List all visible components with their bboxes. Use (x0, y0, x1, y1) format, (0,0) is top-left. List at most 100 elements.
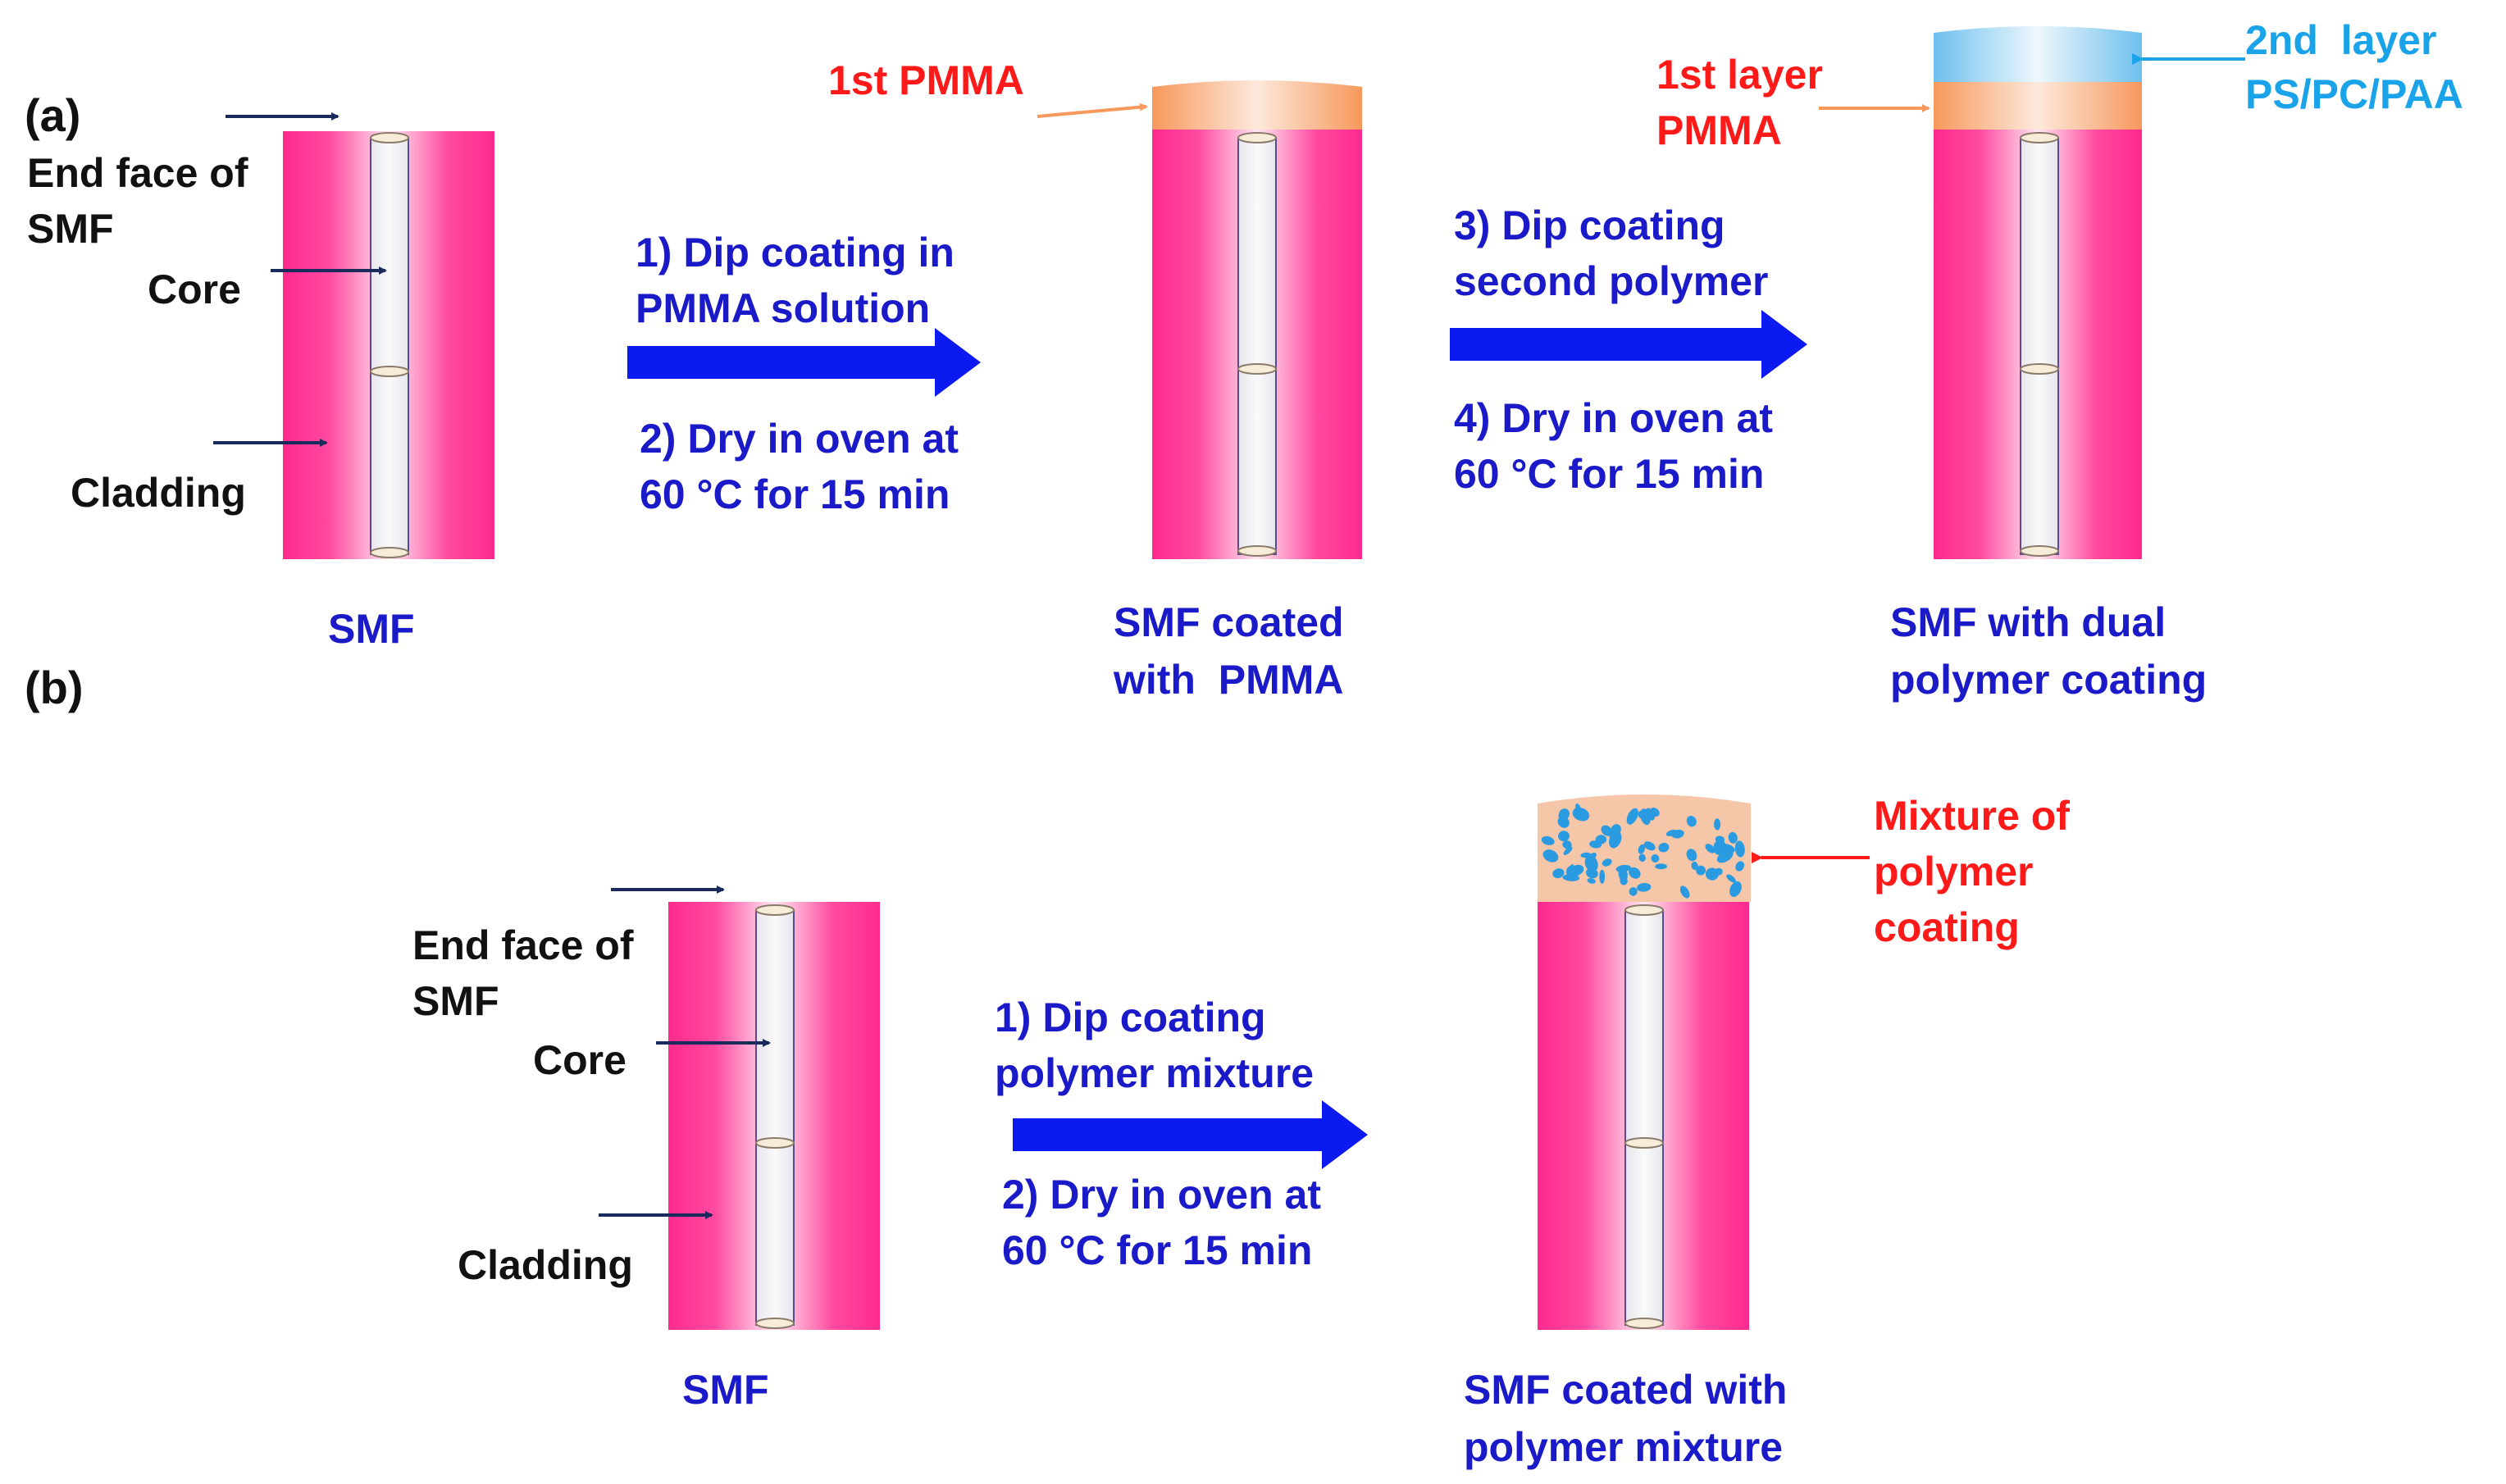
mixture-caption-2: polymer mixture (1464, 1424, 1783, 1470)
step3-line2-a: second polymer (1454, 258, 1768, 304)
mixture-dot (1734, 840, 1745, 858)
core-b2-bottom (1624, 1318, 1664, 1329)
mixture-dot (1719, 844, 1735, 854)
mixture-dot (1602, 858, 1612, 867)
mixture-dot (1643, 841, 1656, 851)
mixture-dot (1629, 867, 1641, 879)
step1-line1-b: 1) Dip coating (995, 995, 1266, 1040)
mixture-dot (1655, 863, 1667, 870)
panel-b-tag: (b) (25, 662, 84, 713)
mixture-dot (1637, 882, 1652, 892)
mixture-dot (1705, 844, 1715, 854)
coated-caption-1: SMF coated (1114, 599, 1344, 645)
mixture-dot (1562, 840, 1572, 849)
mixture-dot (1735, 861, 1745, 872)
dual-caption-1: SMF with dual (1890, 599, 2166, 645)
mixture-dot (1729, 881, 1742, 897)
core-a3-bottom (2020, 545, 2059, 557)
mixture-dot (1542, 849, 1559, 863)
step2-line1-b: 2) Dry in oven at (1002, 1172, 1321, 1218)
core-b2 (1624, 909, 1664, 1326)
step4-line2-a: 60 °C for 15 min (1454, 451, 1764, 497)
step4-line1-a: 4) Dry in oven at (1454, 395, 1773, 441)
core-a2-mid (1237, 363, 1277, 375)
core-a2 (1237, 137, 1277, 555)
step2-line1-a: 2) Dry in oven at (640, 416, 959, 462)
cladding-label-b: Cladding (458, 1242, 633, 1288)
core-label-b: Core (533, 1037, 626, 1083)
core-a1 (370, 137, 409, 555)
mixture-dot (1717, 854, 1725, 863)
step3-line1-a: 3) Dip coating (1454, 203, 1725, 248)
panel-a-tag: (a) (25, 89, 80, 141)
mixture-dot (1552, 868, 1565, 879)
mixture-dot (1601, 825, 1613, 836)
mixture-dot (1726, 874, 1736, 883)
mixture-dot (1691, 861, 1698, 870)
mixture-dot (1696, 865, 1706, 876)
mixture-dot (1609, 831, 1622, 849)
mixture-dot (1638, 844, 1646, 854)
mixture-dot (1595, 835, 1607, 844)
mixture-dot (1575, 803, 1583, 817)
core-a1-mid (370, 366, 409, 377)
core-b2-mid (1624, 1137, 1664, 1149)
mixture-dot (1584, 855, 1598, 872)
mixture-label-3: coating (1874, 904, 2020, 950)
mixture-dot (1565, 865, 1579, 879)
core-b1-mid (755, 1137, 795, 1149)
mixture-dots (1541, 803, 1745, 899)
mixture-dot (1638, 854, 1646, 863)
mixture-dot (1686, 816, 1697, 827)
smf-caption-a: SMF (328, 606, 415, 652)
fiber-b-bare (668, 902, 880, 1330)
cladding-label-a: Cladding (71, 470, 246, 516)
fiber-b-mixture (1538, 794, 1751, 1330)
mixture-label-1: Mixture of (1874, 793, 2070, 839)
step1-line2-a: PMMA solution (636, 285, 930, 331)
mixture-dot (1629, 887, 1638, 896)
end-face-label-a2: SMF (27, 206, 114, 252)
mixture-dot (1705, 867, 1719, 881)
first-layer-label-2: PMMA (1656, 107, 1782, 153)
mixture-dot (1665, 829, 1677, 836)
fiber-a-bare (283, 131, 494, 559)
mixture-dot (1626, 808, 1638, 825)
core-a1-top (370, 132, 409, 143)
process-arrow-b (1013, 1100, 1368, 1169)
smf-caption-b: SMF (682, 1367, 769, 1413)
mixture-dot (1651, 854, 1660, 863)
core-a1-bottom (370, 547, 409, 558)
mixture-dot (1686, 849, 1697, 862)
first-layer-label-1: 1st layer (1656, 52, 1823, 98)
step2-line2-b: 60 °C for 15 min (1002, 1227, 1312, 1273)
mixture-dot (1714, 818, 1721, 831)
mixture-dot (1541, 835, 1555, 845)
core-b2-top (1624, 904, 1664, 916)
mixture-dot (1558, 831, 1570, 842)
core-b1-bottom (755, 1318, 795, 1329)
coated-caption-2: with PMMA (1113, 657, 1344, 703)
step2-line2-a: 60 °C for 15 min (640, 471, 950, 517)
core-a2-top (1237, 132, 1277, 143)
step1-line2-b: polymer mixture (995, 1050, 1314, 1096)
end-face-label-b2: SMF (412, 978, 499, 1024)
process-arrow-a2 (1450, 310, 1807, 379)
core-a3-mid (2020, 363, 2059, 375)
fiber-a-dual (1934, 26, 2142, 559)
mixture-label-2: polymer (1874, 849, 2034, 894)
end-face-label-a1: End face of (27, 150, 248, 196)
core-a2-bottom (1237, 545, 1277, 557)
core-a3 (2020, 137, 2059, 555)
core-a3-top (2020, 132, 2059, 143)
core-b1 (755, 909, 795, 1326)
mixture-dot (1563, 846, 1573, 855)
mixture-dot (1620, 876, 1628, 885)
mixture-dot (1557, 816, 1570, 828)
end-face-label-b1: End face of (412, 922, 634, 968)
core-b1-top (755, 904, 795, 916)
mixture-dot (1587, 878, 1596, 884)
second-layer-label-2: PS/PC/PAA (2245, 71, 2463, 117)
mixture-dot (1679, 885, 1690, 899)
